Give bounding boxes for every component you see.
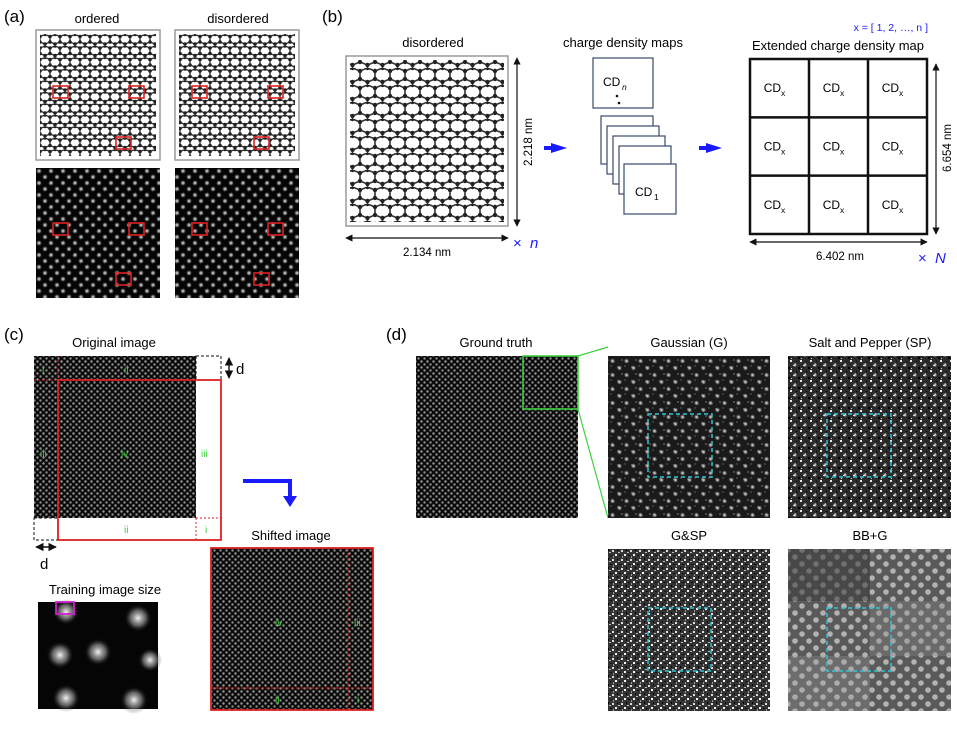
d-label-top: d — [236, 361, 244, 378]
original-image-title: Original image — [72, 335, 156, 350]
svg-text:ii: ii — [124, 525, 128, 536]
svg-text:iii: iii — [354, 618, 361, 629]
panel-d-tag: (d) — [386, 325, 407, 344]
shifted-image — [210, 547, 374, 711]
shift-window — [57, 379, 222, 541]
cd-bottom-base: CD — [635, 185, 653, 199]
shift-corner-top — [195, 355, 222, 381]
ordered-stem-image — [36, 168, 160, 298]
svg-text:ii: ii — [275, 695, 279, 706]
defect-markers-bottom — [52, 222, 284, 286]
panel-a: (a) ordered disordered — [4, 7, 300, 298]
cd-map-top — [592, 57, 654, 109]
extended-map-title: Extended charge density map — [752, 38, 924, 53]
training-size-marker — [55, 601, 75, 615]
extended-cell-label: CDx — [882, 198, 904, 215]
svg-text:iii: iii — [40, 449, 47, 460]
svg-text:i: i — [42, 365, 44, 376]
panel-c: (c) Original image d d i ii iii iv iii i… — [4, 325, 374, 714]
training-blobs — [46, 599, 162, 714]
gsp-roi — [647, 607, 712, 672]
disordered-title-a: disordered — [207, 11, 268, 26]
svg-text:iv: iv — [275, 618, 282, 629]
shift-arrow — [243, 479, 292, 498]
zoom-region — [522, 355, 579, 410]
panel-b-tag: (b) — [322, 7, 343, 26]
extended-cell-label: CDx — [823, 81, 845, 98]
panel-a-tag: (a) — [4, 7, 25, 26]
svg-text:i: i — [357, 695, 359, 706]
region-labels-original: i ii iii iv iii ii i — [40, 365, 208, 536]
cd-top-sub: n — [622, 82, 627, 92]
extended-cell-label: CDx — [764, 198, 786, 215]
ground-truth-image — [416, 356, 578, 518]
bbg-title: BB+G — [852, 528, 887, 543]
disordered-cell-pattern — [350, 60, 504, 222]
salt-pepper-title: Salt and Pepper (SP) — [809, 335, 932, 350]
cd-map-bottom — [623, 163, 677, 215]
panel-c-tag: (c) — [4, 325, 24, 344]
panel-d: (d) Ground truth Gaussian (G) Salt and P… — [386, 325, 951, 711]
bbg-block-3 — [788, 656, 870, 711]
zoom-line-top — [577, 346, 609, 357]
ordered-title: ordered — [75, 11, 120, 26]
region-labels-shifted: iv iii ii i — [275, 618, 361, 706]
bbg-block-1 — [788, 549, 870, 601]
gaussian-image — [608, 356, 770, 518]
gaussian-title: Gaussian (G) — [650, 335, 727, 350]
height-dimension-label: 2.218 nm — [523, 118, 535, 166]
disordered-lattice-pattern-a — [179, 34, 295, 156]
ordered-lattice-pattern — [40, 34, 156, 156]
ground-truth-title: Ground truth — [460, 335, 533, 350]
zoom-line-bottom — [577, 408, 609, 519]
cd-bottom-sub: 1 — [654, 192, 659, 202]
disordered-title-b: disordered — [402, 35, 463, 50]
bbg-block-2 — [870, 601, 951, 656]
extended-cell-label: CDx — [882, 140, 904, 157]
shift-corner-bottom — [33, 517, 59, 541]
times-N-symbol: × — [918, 250, 927, 267]
extended-cell-label: CDx — [823, 140, 845, 157]
gsp-title: G&SP — [671, 528, 707, 543]
svg-text:i: i — [205, 525, 207, 536]
svg-text:iv: iv — [121, 449, 128, 460]
cd-top-base: CD — [603, 75, 621, 89]
extended-cell-label: CDx — [764, 81, 786, 98]
svg-text:iii: iii — [201, 449, 208, 460]
extended-cell-label: CDx — [764, 140, 786, 157]
salt-pepper-image — [788, 356, 951, 518]
ext-height-label: 6.654 nm — [942, 124, 954, 172]
width-dimension-label: 2.134 nm — [403, 247, 451, 259]
cd-map-stack — [600, 115, 677, 215]
salt-pepper-roi — [826, 413, 892, 478]
shifted-image-title: Shifted image — [251, 528, 331, 543]
panel-b: (b) disordered 2.218 nm 2.134 nm × n cha… — [322, 7, 954, 267]
arrow-to-extended-map — [706, 143, 722, 153]
extended-cell-label: CDx — [882, 81, 904, 98]
cd-maps-title: charge density maps — [563, 35, 683, 50]
gaussian-roi — [647, 413, 713, 478]
times-n-symbol: × — [513, 235, 522, 252]
ext-width-label: 6.402 nm — [816, 251, 864, 263]
gsp-image — [608, 549, 770, 711]
extended-cell-label: CDx — [823, 198, 845, 215]
times-N-var: N — [935, 250, 946, 267]
d-label-bottom: d — [40, 556, 48, 573]
range-label: x = [ 1, 2, …, n ] — [854, 22, 928, 34]
original-image — [34, 356, 196, 518]
arrow-to-cd-maps — [551, 143, 567, 153]
defect-markers-top — [52, 85, 284, 150]
bbg-roi — [826, 607, 892, 672]
training-size-title: Training image size — [49, 582, 161, 597]
svg-text:ii: ii — [124, 365, 128, 376]
disordered-stem-image — [175, 168, 299, 298]
times-n-var: n — [530, 235, 538, 252]
